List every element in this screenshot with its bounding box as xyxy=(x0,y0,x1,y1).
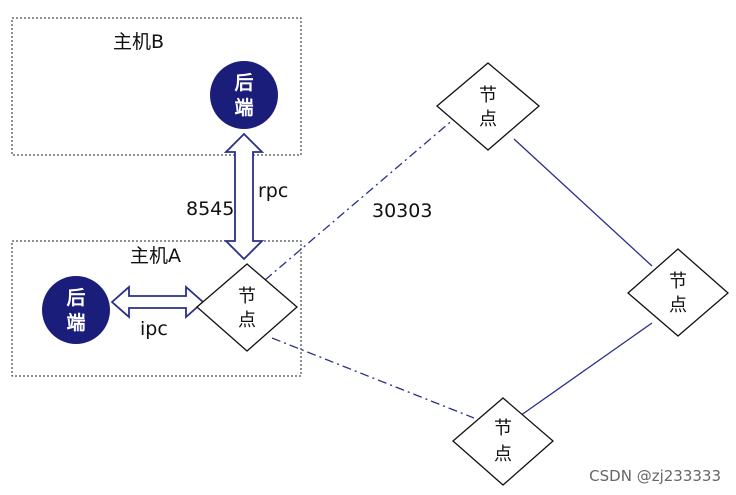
p2p-link-bottom xyxy=(271,337,475,419)
node-local: 节 点 xyxy=(196,263,298,352)
node-right: 节 点 xyxy=(627,248,729,337)
rpc-port-label: 8545 xyxy=(186,198,234,220)
svg-text:端: 端 xyxy=(66,311,85,334)
svg-text:端: 端 xyxy=(234,96,253,119)
ipc-double-arrow xyxy=(110,285,205,319)
host-b-box xyxy=(11,17,302,156)
peer-link-bottom-right xyxy=(516,322,653,419)
p2p-port-label: 30303 xyxy=(372,200,432,222)
watermark-text: CSDN @zj233333 xyxy=(589,467,721,485)
backend-a: 后 端 xyxy=(42,276,110,344)
host-a-box xyxy=(11,240,302,377)
rpc-double-arrow xyxy=(223,132,265,261)
svg-text:点: 点 xyxy=(669,295,687,316)
svg-text:节: 节 xyxy=(479,85,497,106)
rpc-label: rpc xyxy=(258,180,288,202)
svg-text:节: 节 xyxy=(494,418,512,439)
svg-text:节: 节 xyxy=(238,286,256,307)
svg-text:后: 后 xyxy=(66,287,85,309)
host-b-label: 主机B xyxy=(113,31,164,53)
svg-text:点: 点 xyxy=(238,310,256,331)
node-top: 节 点 xyxy=(435,62,541,151)
ipc-label: ipc xyxy=(140,318,168,340)
svg-text:点: 点 xyxy=(479,109,497,130)
p2p-link-top xyxy=(264,117,456,281)
node-bottom: 节 点 xyxy=(452,397,554,486)
svg-text:节: 节 xyxy=(669,271,687,292)
host-a-label: 主机A xyxy=(130,245,181,267)
svg-text:后: 后 xyxy=(234,72,253,94)
svg-text:点: 点 xyxy=(494,444,512,465)
backend-b: 后 端 xyxy=(210,61,278,129)
peer-link-top-right xyxy=(513,138,653,267)
